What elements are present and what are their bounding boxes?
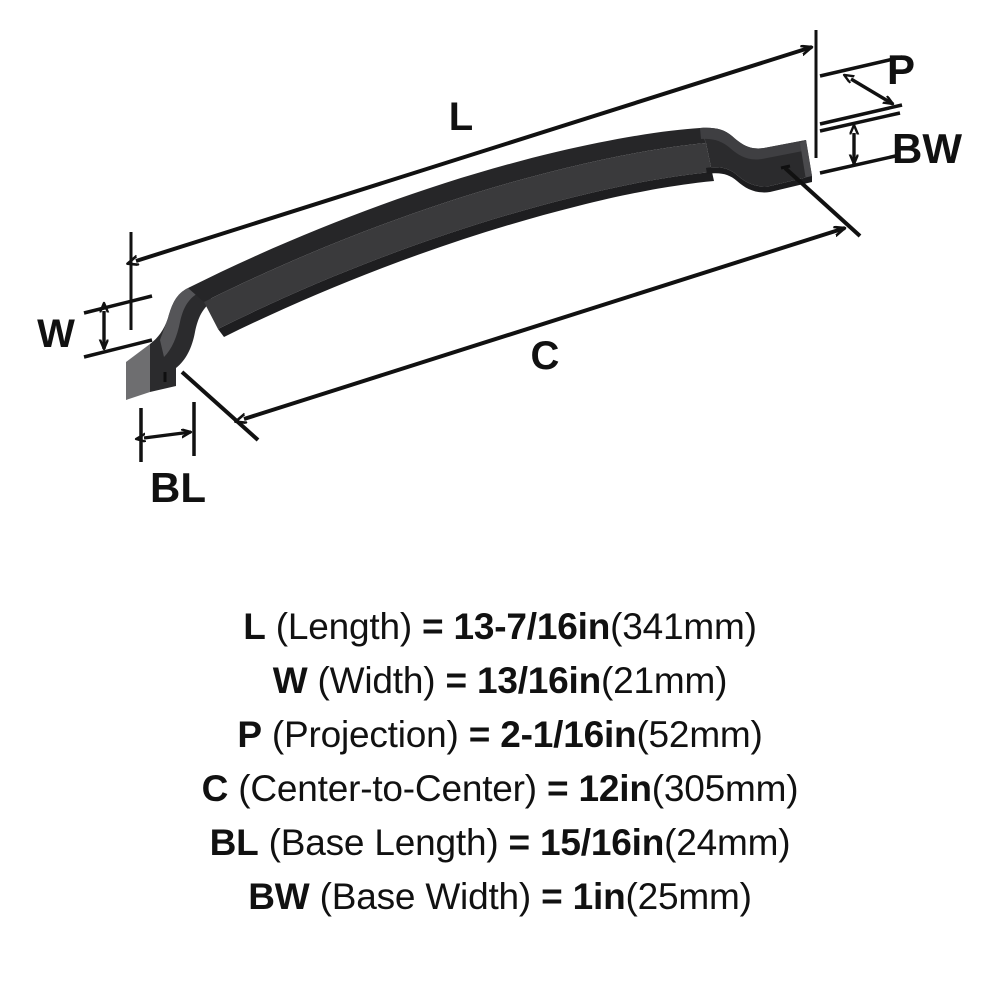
width-upper-extension-line [83, 294, 153, 315]
legend-row-center-to-center: C (Center-to-Center) = 12in(305mm) [0, 762, 1000, 816]
projection-dimension-line [851, 79, 893, 106]
width-dimension-group: W [37, 294, 153, 359]
center-to-center-dimension-line [244, 228, 845, 419]
legend-key-bl: BL [209, 822, 259, 863]
legend-row-projection: P (Projection) = 2-1/16in(52mm) [0, 708, 1000, 762]
width-dimension-label: W [37, 312, 75, 356]
base-width-upper-extension-line [819, 111, 901, 133]
center-to-center-dimension-group: C [180, 166, 862, 442]
base-length-dimension-group: BL [141, 402, 206, 511]
legend-key-w: W [272, 660, 308, 701]
projection-dimension-label: P [887, 46, 915, 93]
handle-illustration [126, 127, 812, 400]
legend-eq-bl: = [498, 822, 541, 863]
legend-key-l: L [243, 606, 266, 647]
handle-left-foot-side [126, 344, 150, 400]
length-dimension-label: L [449, 95, 473, 139]
legend-imperial-c: 12in [578, 768, 652, 809]
length-dimension-line [136, 47, 812, 261]
legend-key-p: P [237, 714, 262, 755]
legend-eq-c: = [536, 768, 579, 809]
center-right-extension-line [783, 166, 862, 238]
legend-eq-p: = [458, 714, 501, 755]
center-left-extension-line [180, 370, 260, 442]
legend-eq-bw: = [531, 876, 573, 917]
legend-metric-bl: (24mm) [664, 822, 791, 863]
legend-name-w: (Width) [307, 660, 436, 701]
legend-imperial-bl: 15/16in [540, 822, 665, 863]
legend-eq-w: = [435, 660, 477, 701]
legend-row-width: W (Width) = 13/16in(21mm) [0, 654, 1000, 708]
legend-imperial-p: 2-1/16in [500, 714, 637, 755]
legend-row-length: L (Length) = 13-7/16in(341mm) [0, 600, 1000, 654]
diagram-canvas: L C W [37, 30, 962, 511]
center-to-center-dimension-label: C [531, 334, 560, 378]
legend-name-bl: (Base Length) [258, 822, 499, 863]
legend-metric-l: (341mm) [610, 606, 757, 647]
dimension-legend: L (Length) = 13-7/16in(341mm) W (Width) … [0, 600, 1000, 1000]
legend-row-base-width: BW (Base Width) = 1in(25mm) [0, 870, 1000, 924]
legend-metric-c: (305mm) [651, 768, 799, 809]
legend-metric-bw: (25mm) [625, 876, 752, 917]
legend-key-c: C [201, 768, 229, 809]
legend-key-bw: BW [248, 876, 310, 917]
base-length-dimension-line [144, 432, 191, 438]
legend-imperial-w: 13/16in [476, 660, 602, 701]
projection-dimension-group: P [819, 46, 915, 126]
base-length-dimension-label: BL [150, 464, 206, 511]
length-dimension-group: L [131, 30, 818, 330]
legend-imperial-bw: 1in [572, 876, 626, 917]
base-width-dimension-group: BW [819, 111, 962, 175]
legend-name-bw: (Base Width) [309, 876, 532, 917]
legend-metric-p: (52mm) [636, 714, 763, 755]
dimension-diagram: L C W [37, 30, 962, 511]
legend-row-base-length: BL (Base Length) = 15/16in(24mm) [0, 816, 1000, 870]
legend-name-c: (Center-to-Center) [228, 768, 537, 809]
base-width-dimension-label: BW [892, 125, 962, 172]
projection-upper-extension-line [819, 55, 903, 78]
legend-eq-l: = [411, 606, 454, 647]
legend-name-l: (Length) [265, 606, 412, 647]
projection-lower-extension-line [819, 103, 903, 126]
handle-left-foot-shade [160, 288, 198, 357]
legend-imperial-l: 13-7/16in [453, 606, 611, 647]
base-width-lower-extension-line [819, 153, 901, 175]
width-lower-extension-line [83, 338, 153, 359]
legend-name-p: (Projection) [261, 714, 459, 755]
handle-left-foot [150, 288, 214, 392]
legend-metric-w: (21mm) [601, 660, 728, 701]
